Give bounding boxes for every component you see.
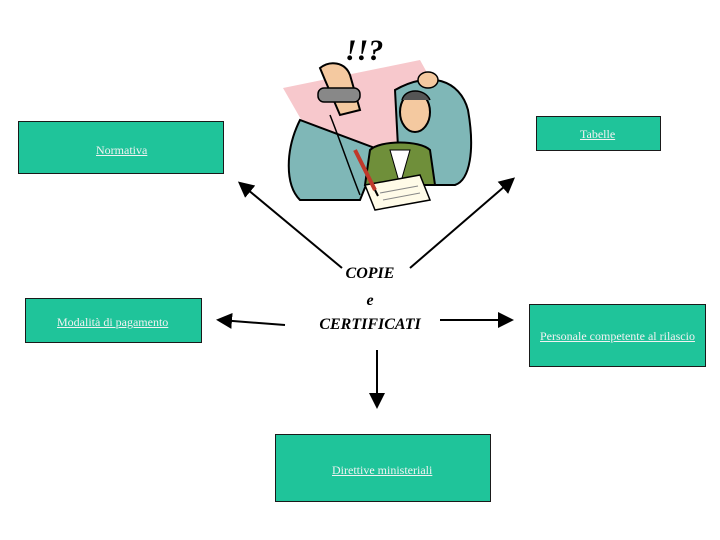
normativa-box[interactable]: Normativa	[18, 121, 224, 174]
normativa-link[interactable]: Normativa	[96, 143, 148, 157]
arrow-to-normativa	[237, 181, 343, 269]
center-label-e: e	[366, 292, 374, 309]
tabelle-link[interactable]: Tabelle	[580, 127, 616, 141]
arrow-to-modalita	[216, 312, 286, 329]
svg-text:!!?: !!?	[345, 34, 383, 67]
modalita-pagamento-box[interactable]: Modalità di pagamento	[25, 298, 202, 343]
personale-competente-link[interactable]: Personale competente al rilascio	[540, 329, 695, 343]
personale-competente-box[interactable]: Personale competente al rilascio	[529, 304, 706, 367]
direttive-ministeriali-link[interactable]: Direttive ministeriali	[332, 463, 433, 477]
arrow-to-tabelle	[409, 177, 516, 269]
center-label-certificati: CERTIFICATI	[319, 316, 421, 333]
tabelle-box[interactable]: Tabelle	[536, 116, 661, 151]
center-label-copie: COPIE	[345, 265, 395, 282]
modalita-pagamento-link[interactable]: Modalità di pagamento	[57, 315, 169, 329]
direttive-ministeriali-box[interactable]: Direttive ministeriali	[275, 434, 491, 502]
